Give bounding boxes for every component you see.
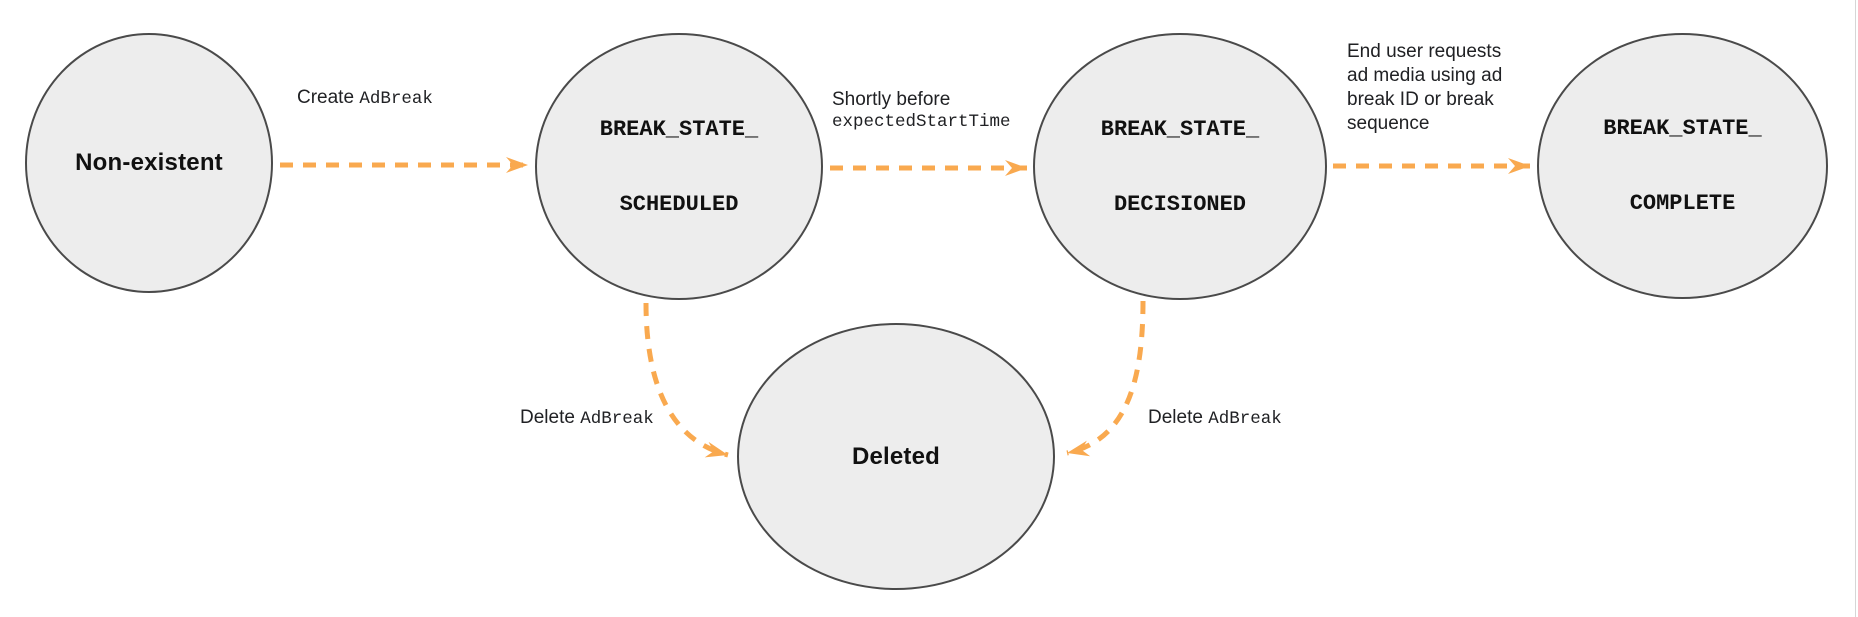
edge-label-text-line: ad media using ad	[1347, 65, 1503, 86]
state-node-break-state-scheduled: BREAK_STATE_ SCHEDULED	[535, 33, 823, 300]
arrow-delete-from-scheduled	[643, 302, 729, 458]
state-label-break-state-decisioned: BREAK_STATE_ DECISIONED	[1101, 67, 1259, 267]
edge-label-code-text: AdBreak	[580, 409, 654, 429]
edge-label-text-line: sequence	[1347, 113, 1430, 134]
edge-label-delete-adbreak-left: Delete AdBreak	[520, 406, 654, 431]
edge-label-plain-text: Create	[297, 87, 360, 108]
edge-label-plain-text: Shortly before	[832, 89, 951, 110]
edge-label-text-line: break ID or break	[1347, 89, 1494, 110]
state-label-break-state-complete: BREAK_STATE_ COMPLETE	[1603, 66, 1761, 266]
state-label-line: DECISIONED	[1113, 191, 1247, 217]
edge-label-create-adbreak: Create AdBreak	[297, 86, 433, 111]
edge-label-plain-text: Delete	[1148, 407, 1209, 428]
edge-label-plain-text: Delete	[520, 407, 581, 428]
page-edge-divider	[1855, 0, 1856, 617]
edge-label-code-text: AdBreak	[359, 89, 433, 109]
state-node-break-state-decisioned: BREAK_STATE_ DECISIONED	[1033, 33, 1327, 300]
state-node-non-existent: Non-existent	[25, 33, 273, 293]
state-node-break-state-complete: BREAK_STATE_ COMPLETE	[1537, 33, 1828, 299]
state-label-line: BREAK_STATE_	[599, 116, 759, 142]
state-label-line: COMPLETE	[1629, 191, 1736, 216]
state-node-deleted: Deleted	[737, 323, 1055, 590]
state-label-line: BREAK_STATE_	[1100, 116, 1260, 142]
state-label-line: SCHEDULED	[619, 191, 739, 217]
edge-label-shortly-before: Shortly before expectedStartTime	[832, 88, 1011, 134]
state-label-non-existent: Non-existent	[75, 149, 223, 176]
edge-label-text-line: End user requests	[1347, 41, 1502, 62]
edge-label-code-text: expectedStartTime	[832, 112, 1011, 132]
state-label-line: BREAK_STATE_	[1603, 116, 1762, 141]
state-label-break-state-scheduled: BREAK_STATE_ SCHEDULED	[600, 67, 758, 267]
state-label-deleted: Deleted	[851, 442, 941, 470]
arrow-delete-from-decisioned	[1066, 300, 1146, 457]
edge-label-delete-adbreak-right: Delete AdBreak	[1148, 406, 1282, 431]
edge-label-code-text: AdBreak	[1208, 409, 1282, 429]
edge-label-end-user-requests: End user requests ad media using ad brea…	[1347, 40, 1502, 136]
